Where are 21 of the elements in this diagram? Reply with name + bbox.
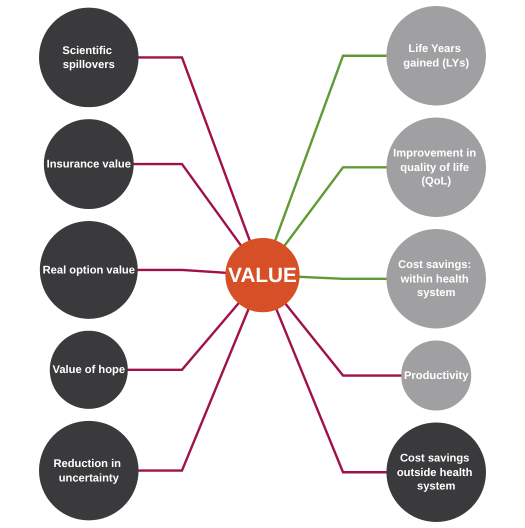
node-circle: Cost savings outside health system xyxy=(386,422,486,522)
node-circle: Insurance value xyxy=(44,119,134,209)
node-circle: Real option value xyxy=(40,220,138,319)
connector xyxy=(284,166,387,246)
connector xyxy=(138,308,250,472)
node-circle: Life Years gained (LYs) xyxy=(386,6,486,106)
node-circle: Scientific spillovers xyxy=(39,8,139,108)
node-circle: Improvement in quality of life (QoL) xyxy=(386,117,486,218)
node-circle: Cost savings: within health system xyxy=(386,229,486,329)
connector xyxy=(275,308,387,474)
connector xyxy=(299,276,387,280)
node-circle: Productivity xyxy=(401,340,472,411)
connector xyxy=(274,54,387,242)
node-circle: Reduction in uncertainty xyxy=(39,420,139,520)
connector xyxy=(137,268,226,274)
connector xyxy=(138,56,251,242)
connector xyxy=(127,302,240,372)
connector xyxy=(133,162,242,246)
connector xyxy=(284,303,402,377)
node-circle: Value of hope xyxy=(50,330,128,409)
node-circle: VALUE xyxy=(225,238,300,312)
